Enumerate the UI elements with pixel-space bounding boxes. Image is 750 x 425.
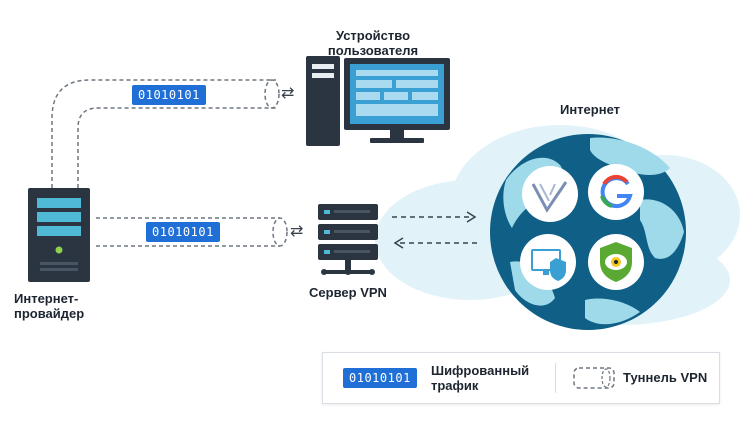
traffic-arrow-in [393,237,478,249]
legend-encrypted-label: Шифрованный трафик [431,363,530,393]
vpn-server-icon [318,204,378,275]
user-device-label: Устройство пользователя [327,28,419,58]
encrypted-traffic-top: 01010101 [132,85,206,105]
vpn-tunnel-top [51,79,280,188]
sync-arrows-icon: ⇄ [281,85,295,102]
vpn-server-label: Сервер VPN [309,285,387,300]
internet-label: Интернет [559,102,620,117]
legend-divider [555,363,556,393]
google-g-icon [588,164,644,220]
legend-encrypted-sample: 01010101 [343,368,417,388]
globe [490,134,686,330]
sync-arrows-icon: ⇄ [290,223,304,240]
brand-v-logo-icon [522,166,578,222]
vpn-tunnel-middle [96,217,288,247]
isp-label: Интернет-провайдер [14,291,85,321]
traffic-arrow-out [392,211,477,223]
legend-tunnel-label: Туннель VPN [623,370,708,385]
eye-shield-icon [588,234,644,290]
legend-tunnel-icon [573,367,615,389]
user-computer-icon [306,56,450,146]
isp-server-icon [28,188,90,282]
legend: 01010101 Шифрованный трафик Туннель VPN [322,352,720,404]
monitor-shield-icon [520,234,576,290]
encrypted-traffic-middle: 01010101 [146,222,220,242]
